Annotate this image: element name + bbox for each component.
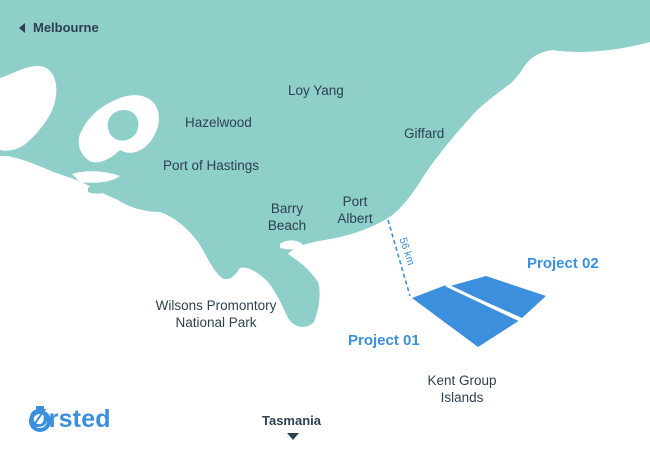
arrow-left-icon [19, 23, 25, 33]
kent-group-label: Kent Group Islands [420, 372, 504, 406]
project-separator [445, 283, 521, 322]
export-cable-line [387, 219, 411, 297]
port-albert-label: Port Albert [334, 193, 376, 227]
loy-yang-label: Loy Yang [288, 83, 344, 98]
coastal-lakes [470, 56, 540, 118]
wilsons-promontory-label: Wilsons Promontory National Park [146, 297, 286, 331]
tasmania-label: Tasmania [262, 413, 322, 428]
french-island [107, 110, 139, 141]
melbourne-label: Melbourne [33, 20, 99, 35]
phillip-island [88, 185, 114, 194]
wilsons-line2: National Park [175, 315, 257, 330]
barry-beach-line2: Beach [267, 218, 307, 233]
hazelwood-label: Hazelwood [185, 115, 252, 130]
western-port-channel [72, 171, 120, 183]
port-of-hastings-label: Port of Hastings [163, 158, 260, 173]
corner-inlet-island [280, 240, 304, 250]
barry-beach-label: Barry Beach [264, 200, 310, 234]
giffard-label: Giffard [404, 126, 445, 141]
orsted-logo-icon [29, 406, 51, 432]
orsted-logo: Ørsted [29, 405, 111, 433]
port-albert-line2: Albert [337, 211, 373, 226]
project-02-label: Project 02 [527, 255, 599, 272]
kent-line1: Kent Group [427, 373, 497, 388]
project-01-area [412, 285, 520, 347]
mainland-land [0, 0, 650, 327]
project-01-label: Project 01 [348, 332, 420, 349]
barry-beach-line1: Barry [270, 201, 304, 216]
port-albert-line1: Port [342, 194, 368, 209]
wilsons-line1: Wilsons Promontory [155, 298, 277, 313]
project-02-area [450, 276, 546, 318]
arrow-down-icon [287, 433, 299, 440]
port-phillip-bay [0, 66, 57, 151]
kent-line2: Islands [440, 390, 484, 405]
